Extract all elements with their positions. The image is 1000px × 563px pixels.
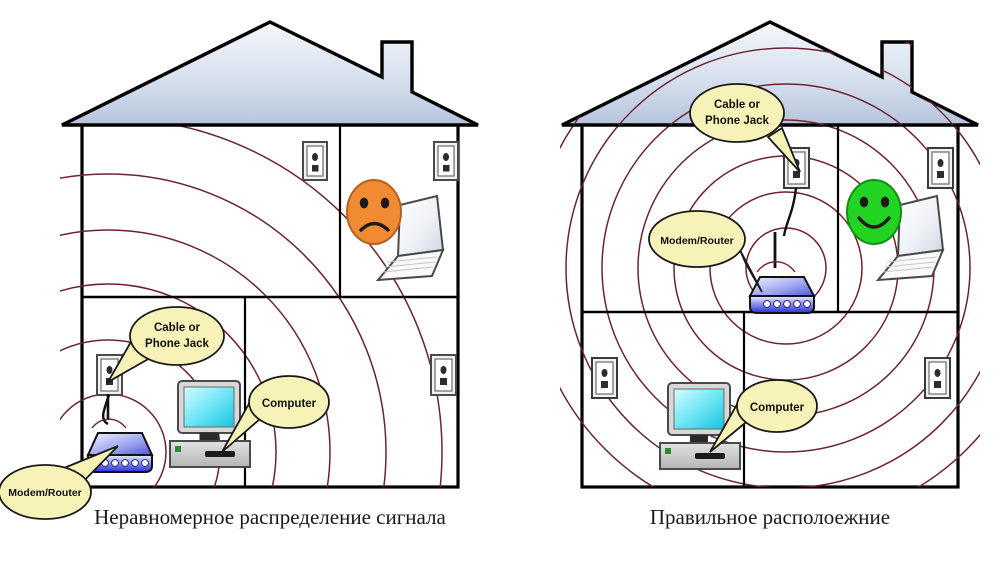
callout-bubble-right-router: [648, 210, 746, 268]
wall-jack-right-lower-1: [591, 357, 618, 399]
face-circle-left: [346, 179, 402, 245]
callout-label-cable-right-line2: Phone Jack: [705, 115, 770, 127]
modem-router-right: [748, 232, 816, 314]
monitor-screen-left: [183, 386, 235, 428]
router-emission-left: [91, 418, 127, 429]
router-leds-right: [763, 300, 811, 308]
computer-case-right: [659, 442, 741, 470]
callout-bubble-left-computer: [248, 375, 330, 429]
callout-cable-phone-jack-right: Cable or Phone Jack: [689, 83, 801, 173]
drive-slot-right: [695, 453, 725, 459]
power-led-left: [175, 446, 181, 452]
eye-left: [359, 197, 369, 209]
eye-right-right-panel: [880, 196, 890, 208]
callout-label-computer-left: Computer: [262, 398, 317, 410]
jack-cable-right: [782, 187, 798, 237]
wall-jack-left-lower-2: [430, 354, 457, 396]
panel-left: Cable or Phone Jack Computer Modem/Route…: [0, 20, 479, 529]
panel-right: Cable or Phone Jack Modem/Router Compute…: [560, 20, 980, 529]
wall-jack-left-upper-2: [433, 141, 459, 181]
power-led-right: [665, 448, 671, 454]
frown-mouth-left: [359, 221, 390, 232]
drive-slot-left: [205, 451, 235, 457]
router-top-left: [86, 432, 154, 456]
laptop-left: [375, 194, 445, 282]
callout-bubble-right-computer: [736, 379, 818, 433]
eye-right: [380, 197, 390, 209]
house-structure-left: [80, 122, 460, 489]
callout-modem-router-right: Modem/Router: [648, 210, 763, 293]
callout-bubble-left-router: [0, 464, 92, 520]
callout-label-cable-line1: Cable or: [154, 322, 201, 334]
smile-mouth-right: [857, 216, 891, 229]
signal-arcs-right-roof: [562, 22, 978, 125]
laptop-keys-left: [382, 256, 438, 273]
laptop-right: [875, 194, 945, 282]
router-emission-right: [756, 261, 796, 273]
laptop-screen-left: [396, 194, 445, 258]
callout-computer-left: Computer: [221, 375, 330, 453]
face-circle-right: [846, 179, 902, 245]
callout-label-cable-line2: Phone Jack: [145, 338, 210, 350]
wall-jack-right-upper-2: [927, 147, 954, 189]
wall-jack-right-lower-2: [924, 357, 951, 399]
callout-cable-phone-jack-left: Cable or Phone Jack: [105, 306, 225, 385]
monitor-stand-left: [199, 432, 219, 442]
caption-left: Неравномерное распределение сигнала: [94, 505, 446, 529]
callout-computer-right: Computer: [709, 379, 818, 453]
callout-label-cable-right-line1: Cable or: [714, 99, 761, 111]
sad-face-left: [346, 179, 402, 245]
callout-tail-right-router: [739, 249, 763, 293]
callout-label-computer-right: Computer: [750, 402, 805, 414]
desktop-computer-left: [169, 380, 251, 468]
callout-tail-right-jack: [766, 126, 801, 173]
happy-face-right: [846, 179, 902, 245]
house-walls-left: [80, 122, 460, 489]
monitor-stand-right: [690, 435, 708, 443]
monitor-screen-right: [673, 388, 725, 430]
caption-right: Правильное располоежние: [650, 505, 890, 529]
eye-left-right-panel: [859, 196, 869, 208]
roof-shape-right: [561, 20, 979, 127]
callout-bubble-right-jack: [689, 83, 785, 143]
wall-jack-left-upper-1: [302, 141, 328, 181]
laptop-keys-right: [882, 256, 938, 273]
roof-left: [61, 20, 479, 127]
roof-shape-left: [61, 20, 479, 127]
callout-label-modem-router-right: Modem/Router: [660, 235, 734, 247]
desktop-computer-right: [659, 382, 741, 470]
laptop-screen-right: [896, 194, 945, 258]
router-front-right: [749, 295, 815, 314]
callout-label-modem-router-left: Modem/Router: [8, 487, 82, 499]
callout-bubble-left-jack: [129, 306, 225, 366]
callout-modem-router-left: Modem/Router: [0, 445, 119, 520]
